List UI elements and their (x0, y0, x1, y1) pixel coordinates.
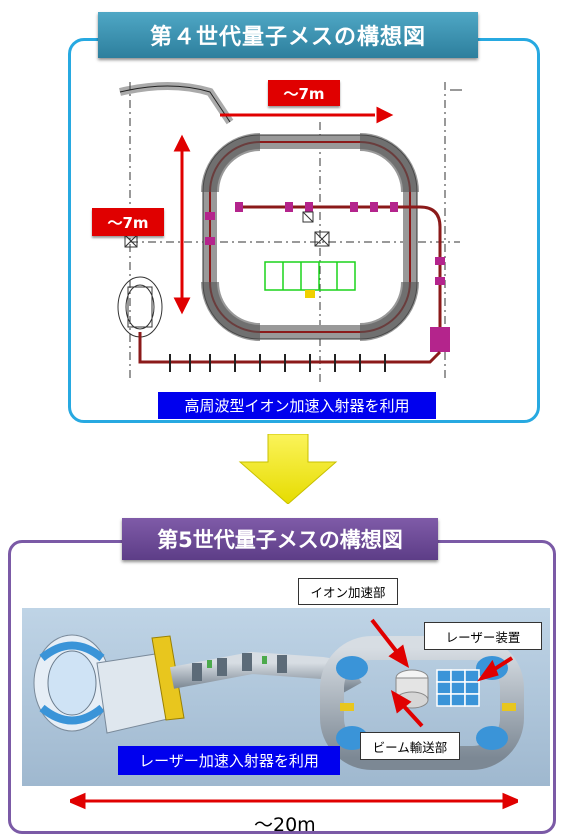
label-ion-accelerator: イオン加速部 (298, 578, 398, 605)
scale-arrow (70, 792, 518, 810)
gen4-layout-drawing (117, 82, 462, 382)
dimension-horizontal-label: ～7m (268, 80, 340, 106)
gen4-title: 第４世代量子メスの構想図 (98, 12, 478, 58)
gen5-caption: レーザー加速入射器を利用 (118, 746, 340, 775)
gen5-title: 第5世代量子メスの構想図 (122, 518, 438, 560)
down-arrow-icon (238, 434, 338, 504)
scale-label: ～20m (254, 814, 316, 836)
label-laser-device: レーザー装置 (424, 622, 542, 650)
label-beam-transport: ビーム輸送部 (360, 732, 460, 760)
gen4-caption: 高周波型イオン加速入射器を利用 (158, 392, 436, 419)
dimension-vertical-label: ～7m (92, 208, 164, 236)
